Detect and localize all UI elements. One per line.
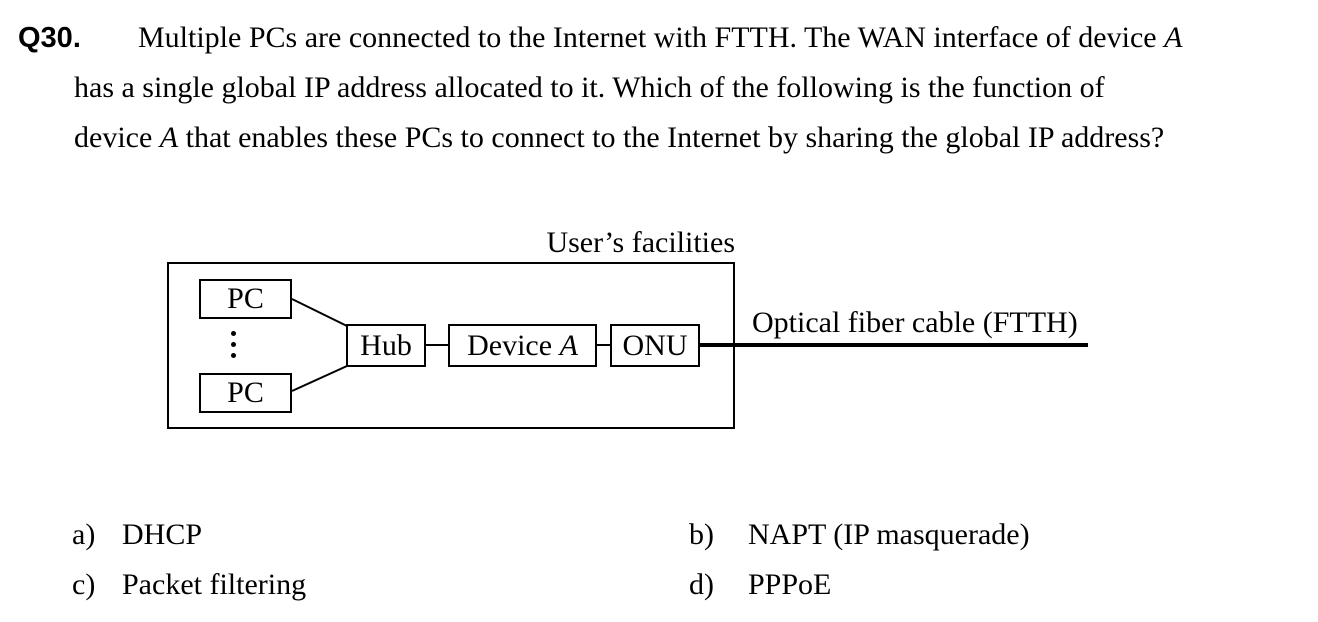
hub-label: Hub	[360, 328, 412, 362]
option-c: c) Packet filtering	[72, 568, 306, 602]
option-b: b) NAPT (IP masquerade)	[689, 518, 1030, 552]
question-line-3: device A that enables these PCs to conne…	[74, 121, 1165, 154]
users-facilities-label: User’s facilities	[546, 226, 735, 259]
option-b-letter: b)	[689, 518, 714, 551]
pc-bottom-label: PC	[227, 376, 264, 409]
pc-top-box: PC	[199, 279, 292, 319]
hub-box: Hub	[346, 324, 426, 367]
pc-top-label: PC	[227, 282, 264, 315]
device-a-label: Device A	[467, 328, 578, 362]
onu-box: ONU	[610, 324, 700, 367]
ellipsis-dot	[231, 353, 236, 358]
option-c-letter: c)	[72, 568, 96, 601]
question-line-2: has a single global IP address allocated…	[74, 71, 1105, 104]
question-line-1: Multiple PCs are connected to the Intern…	[138, 21, 1183, 54]
question-number: Q30.	[18, 22, 81, 54]
option-d-letter: d)	[689, 568, 714, 601]
device-a-box: Device A	[448, 324, 597, 367]
option-b-label: NAPT (IP masquerade)	[748, 518, 1030, 551]
option-a-label: DHCP	[122, 518, 203, 551]
onu-label: ONU	[622, 328, 688, 362]
option-d: d) PPPoE	[689, 568, 831, 602]
option-c-label: Packet filtering	[122, 568, 307, 601]
ellipsis-dot	[231, 342, 236, 347]
option-d-label: PPPoE	[748, 568, 832, 601]
option-a-letter: a)	[72, 518, 96, 551]
option-a: a) DHCP	[72, 518, 202, 552]
hub-to-device-line	[426, 344, 448, 346]
ellipsis-dot	[231, 331, 236, 336]
pc-bottom-box: PC	[199, 373, 292, 413]
optical-fiber-line	[700, 343, 1088, 347]
optical-fiber-label: Optical fiber cable (FTTH)	[752, 306, 1078, 339]
device-to-onu-line	[597, 344, 610, 346]
